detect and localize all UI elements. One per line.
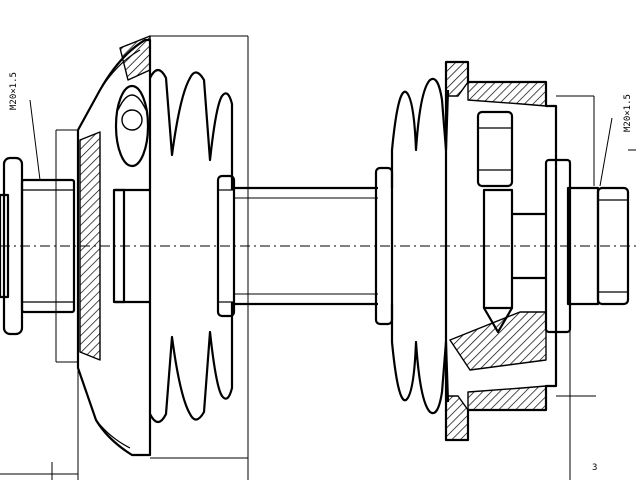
bottom-dimension-mark: 3 xyxy=(592,463,597,473)
inner-tripod-joint xyxy=(444,60,630,442)
outer-cv-joint xyxy=(76,35,152,457)
right-boot xyxy=(374,77,450,415)
left-boot xyxy=(149,68,236,424)
left-threaded-stub xyxy=(0,156,76,336)
left-thread-label: M20×1.5 xyxy=(9,72,19,110)
main-shaft xyxy=(234,186,378,306)
right-thread-label: M20×1.5 xyxy=(623,94,633,132)
dimension-lines xyxy=(0,35,636,480)
